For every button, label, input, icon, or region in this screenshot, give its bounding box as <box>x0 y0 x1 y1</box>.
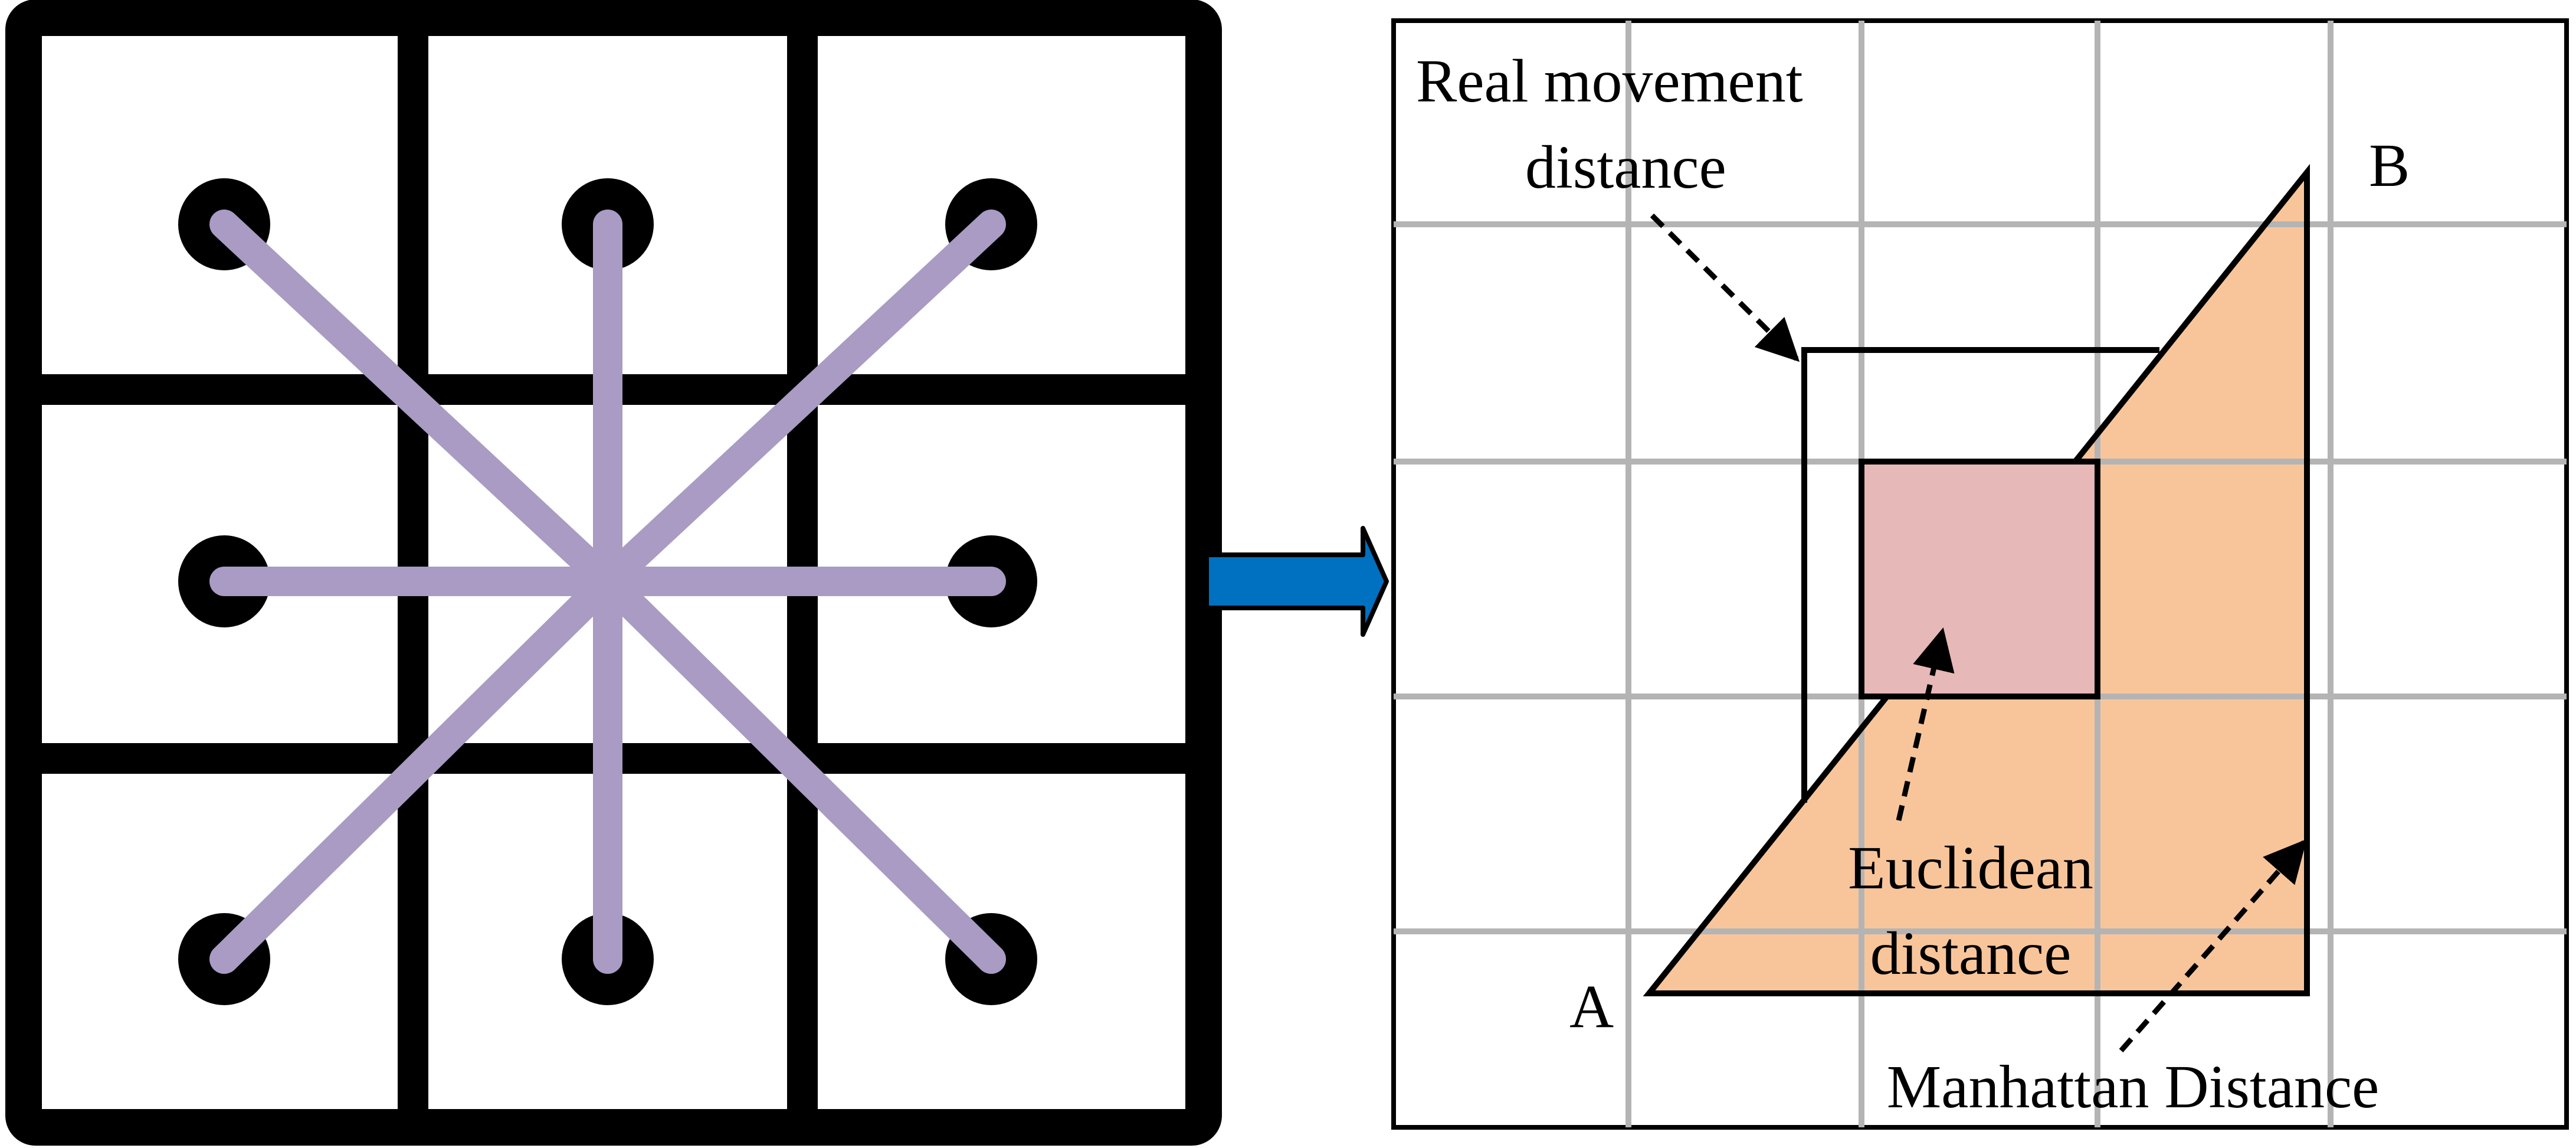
distance-panel: Real movement distance B A Euclidean dis… <box>1391 18 2569 1130</box>
connector-bottom-left <box>209 567 622 974</box>
point-b-label: B <box>2369 132 2410 199</box>
connector-top-left <box>209 210 622 596</box>
neighbor-connectors <box>209 210 1006 974</box>
real-movement-path <box>1801 347 2159 803</box>
manhattan-pointer <box>2119 839 2307 1052</box>
right-arrow-icon <box>1204 526 1389 637</box>
point-a-label: A <box>1569 973 1614 1041</box>
real-movement-label-line2: distance <box>1525 133 1726 201</box>
euclidean-pointer <box>1896 627 1955 822</box>
real-movement-label-line1: Real movement <box>1416 47 1803 115</box>
manhattan-label: Manhattan Distance <box>1887 1053 2380 1121</box>
euclidean-label-line2: distance <box>1870 920 2072 987</box>
euclidean-square <box>1859 459 2100 699</box>
connector-top-right <box>593 210 1006 596</box>
real-movement-pointer <box>1650 213 1800 362</box>
connector-bottom-right <box>593 567 1006 974</box>
euclidean-label-line1: Euclidean <box>1848 834 2093 902</box>
